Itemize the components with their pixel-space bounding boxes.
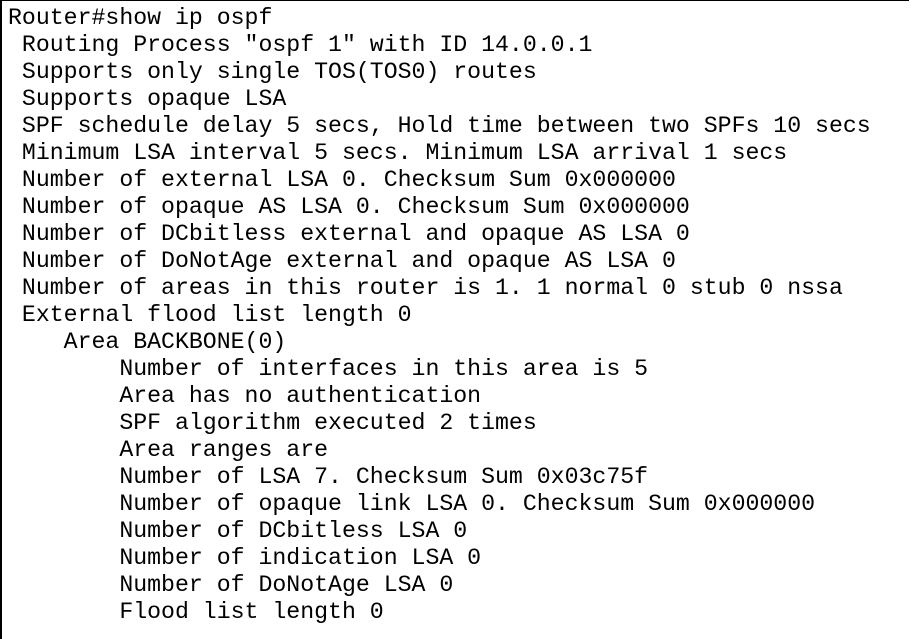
terminal-output: Router#show ip ospf Routing Process "osp… (8, 5, 871, 626)
output-line-external-lsa: Number of external LSA 0. Checksum Sum 0… (8, 167, 676, 193)
output-line-opaque-link-lsa: Number of opaque link LSA 0. Checksum Su… (8, 491, 816, 517)
output-line-interfaces-in-area: Number of interfaces in this area is 5 (8, 356, 649, 382)
output-line-donotage-lsa: Number of DoNotAge LSA 0 (8, 572, 454, 598)
output-line-opaque-as-lsa: Number of opaque AS LSA 0. Checksum Sum … (8, 194, 690, 220)
output-line-donotage-external: Number of DoNotAge external and opaque A… (8, 248, 676, 274)
output-line-routing-process: Routing Process "ospf 1" with ID 14.0.0.… (8, 32, 593, 58)
output-line-external-flood-list: External flood list length 0 (8, 302, 412, 328)
output-line-tos-support: Supports only single TOS(TOS0) routes (8, 59, 537, 85)
output-line-lsa-count: Number of LSA 7. Checksum Sum 0x03c75f (8, 464, 649, 490)
output-line-areas-count: Number of areas in this router is 1. 1 n… (8, 275, 843, 301)
output-line-flood-list-length: Flood list length 0 (8, 599, 384, 625)
output-line-spf-executed: SPF algorithm executed 2 times (8, 410, 537, 436)
command-prompt-line: Router#show ip ospf (8, 5, 273, 31)
output-line-area-ranges: Area ranges are (8, 437, 329, 463)
output-line-area-authentication: Area has no authentication (8, 383, 482, 409)
output-line-dcbitless-external: Number of DCbitless external and opaque … (8, 221, 690, 247)
output-line-lsa-interval: Minimum LSA interval 5 secs. Minimum LSA… (8, 140, 788, 166)
output-line-dcbitless-lsa: Number of DCbitless LSA 0 (8, 518, 468, 544)
output-line-indication-lsa: Number of indication LSA 0 (8, 545, 482, 571)
output-line-spf-schedule: SPF schedule delay 5 secs, Hold time bet… (8, 113, 871, 139)
output-line-area-backbone: Area BACKBONE(0) (8, 329, 287, 355)
output-line-opaque-lsa-support: Supports opaque LSA (8, 86, 287, 112)
